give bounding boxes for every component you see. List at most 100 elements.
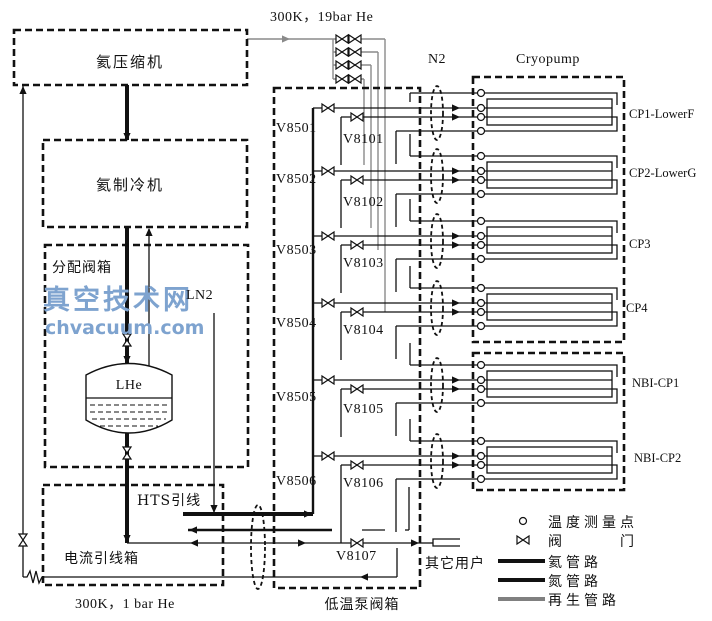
cryopump-coil-line (481, 311, 618, 327)
flow-arrow-icon (452, 232, 460, 240)
temperature-sensor-icon (476, 126, 486, 136)
temperature-sensor-icon (476, 240, 486, 250)
temperature-sensor-icon (476, 103, 486, 113)
cryopump-name-label: CP2-LowerG (629, 166, 696, 180)
temperature-sensor-icon (476, 321, 486, 331)
helium-compressor-box (12, 28, 249, 87)
regen-valve-icon (348, 59, 362, 71)
regen-valve-icon (348, 46, 362, 58)
flow-arrow-icon (190, 539, 198, 547)
temperature-sensor-icon (476, 398, 486, 408)
lhe-tank (85, 362, 173, 434)
watermark-url: chvacuum.com (45, 317, 204, 339)
cryopump-coil-line (481, 244, 618, 260)
cryopump-valve-box (272, 86, 422, 590)
watermark-cn: 真空技术网 (43, 284, 193, 316)
legend: 温度测量点 阀 门 氦管路 氮管路 再生管路 (498, 515, 638, 609)
main-valve-icon (321, 102, 335, 114)
cryopump-name-label: CP4 (626, 301, 648, 315)
main-valve-icon (321, 450, 335, 462)
cryopump-name-label: CP1-LowerF (629, 107, 694, 121)
flow-arrow-icon (452, 376, 460, 384)
return-condition-label: 300K，1 bar He (75, 597, 175, 612)
sub-valve-label: V8104 (343, 323, 384, 338)
temperature-sensor-icon (476, 216, 486, 226)
lhe-tank-label: LHe (116, 378, 142, 393)
cryopump-group-box (471, 75, 626, 344)
temperature-sensor-icon (476, 254, 486, 264)
temperature-sensor-icon (476, 166, 486, 176)
temperature-sensor-icon (476, 151, 486, 161)
flow-arrow-icon (452, 385, 460, 393)
helium-refrigerator-label: 氦制冷机 (96, 176, 164, 194)
flow-arrow-icon (452, 104, 460, 112)
temperature-sensor-icon (476, 375, 486, 385)
temperature-sensor-icon (476, 283, 486, 293)
sub-valve-icon (350, 239, 364, 251)
legend-label: 阀 门 (548, 534, 638, 550)
flow-arrow-icon (360, 573, 368, 581)
n2-shield-ellipse-icon (430, 148, 444, 204)
sub-valve-label: V8102 (343, 195, 384, 210)
cryopump-panel (486, 161, 613, 189)
main-valve-label: V8501 (276, 121, 317, 136)
legend-label: 氮管路 (548, 574, 602, 590)
regen-flow-arrow-icon (282, 35, 290, 43)
cryopump-label: Cryopump (516, 52, 580, 67)
temperature-sensor-icon (476, 307, 486, 317)
cryopump-coil-line (481, 364, 618, 377)
bypass-valve-icon (350, 537, 364, 549)
temperature-sensor-icon (476, 189, 486, 199)
n2-shield-ellipse-icon (250, 504, 266, 590)
main-valve-label: V8502 (276, 172, 317, 187)
current-lead-box (41, 483, 225, 587)
flow-arrow-icon (452, 308, 460, 316)
sub-valve-icon (350, 174, 364, 186)
flow-arrow-icon (452, 461, 460, 469)
current-lead-box-label: 电流引线箱 (64, 551, 139, 567)
flow-arrow-icon (123, 356, 131, 364)
cryopump-name-label: NBI-CP1 (632, 376, 679, 390)
temperature-sensor-icon (476, 474, 486, 484)
sub-valve-icon (350, 111, 364, 123)
helium-compressor-label: 氦压缩机 (96, 53, 164, 71)
cryopump-panel (486, 98, 613, 126)
temperature-sensor-icon (476, 360, 486, 370)
cryopump-name-label: CP3 (629, 237, 651, 251)
distribution-valve-box-label: 分配阀箱 (52, 260, 112, 276)
legend-label: 再生管路 (548, 593, 620, 609)
n2-shield-ellipse-icon (430, 357, 444, 413)
symbol-layer (17, 33, 486, 590)
flow-arrow-icon (210, 505, 218, 513)
ln2-label: LN2 (186, 288, 213, 303)
cryopump-coil-line (481, 155, 618, 168)
pipe-layer (22, 38, 618, 585)
flow-arrow-icon (452, 113, 460, 121)
temperature-sensor-icon (476, 298, 486, 308)
flow-arrow-icon (452, 299, 460, 307)
regen-valve-icon (335, 73, 349, 85)
n2-shield-ellipse-icon (430, 213, 444, 269)
flow-arrow-icon (304, 510, 312, 518)
flow-arrow-icon (189, 526, 197, 534)
bypass-valve-label: V8107 (336, 549, 377, 564)
cryopump-coil-line (481, 179, 618, 195)
cryopump-name-label: NBI-CP2 (634, 451, 681, 465)
temperature-sensor-icon (476, 175, 486, 185)
n2-shield-ellipse-icon (430, 85, 444, 141)
branch-label-layer: V8501V8101CP1-LowerFV8502V8102CP2-LowerG… (276, 107, 696, 491)
helium-refrigerator-box (41, 138, 249, 229)
flow-arrow-icon (452, 241, 460, 249)
flow-arrow-icon (452, 176, 460, 184)
hts-leads-label: HTS引线 (137, 493, 201, 509)
tank-outlet-valve-icon (121, 446, 133, 460)
legend-valve-icon (516, 534, 530, 546)
n2-shield-ellipse-icon (430, 280, 444, 336)
cryopump-coil-line (481, 440, 618, 453)
legend-temperature-sensor-icon (518, 516, 528, 526)
heater-icon (23, 569, 43, 585)
cryopump-panel (486, 370, 613, 398)
regen-valve-icon (348, 33, 362, 45)
flow-arrow-icon (123, 133, 131, 141)
